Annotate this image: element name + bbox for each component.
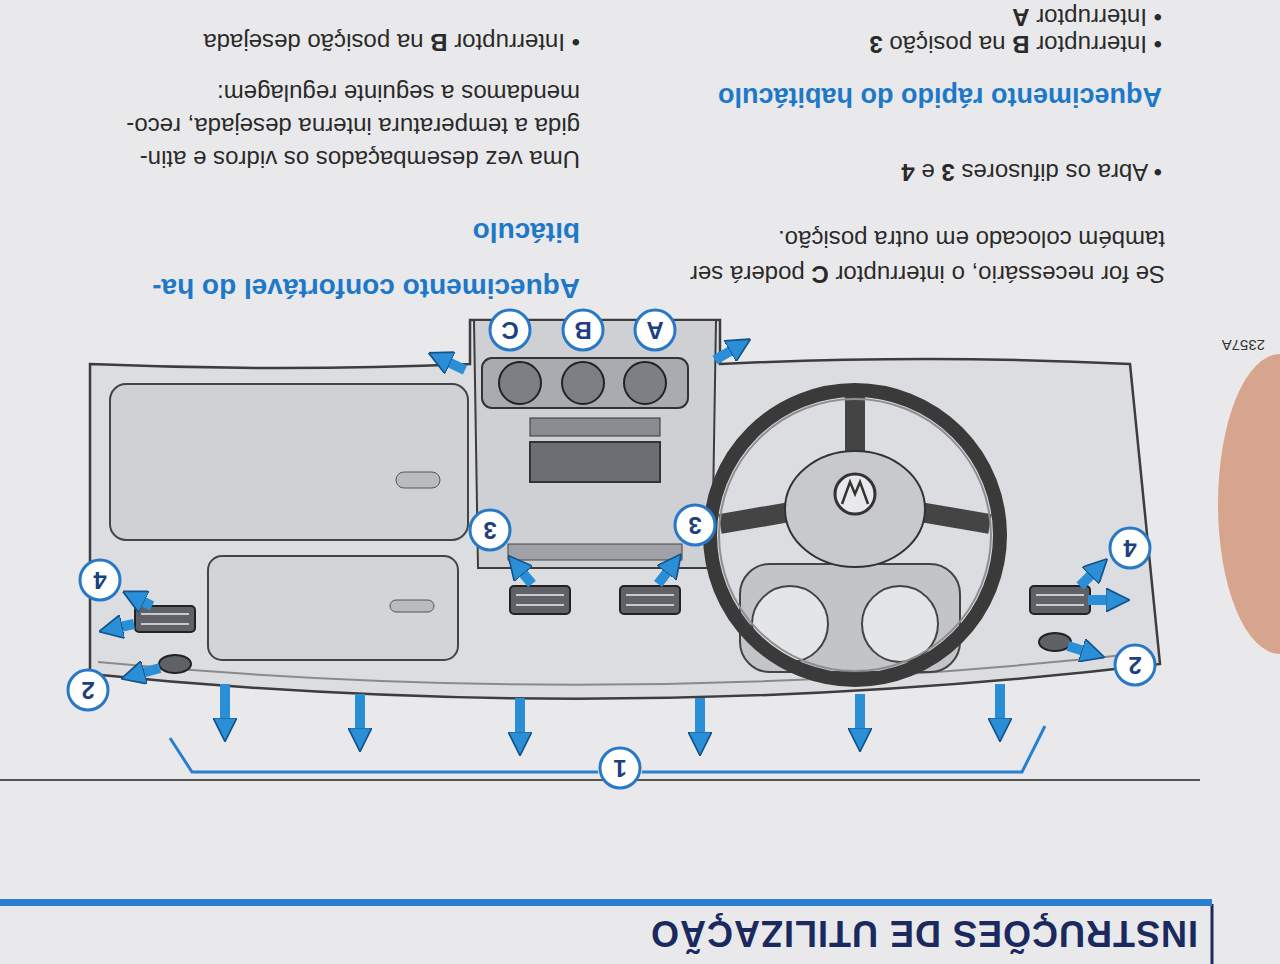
bullet-item: • Interruptor A <box>1012 4 1162 30</box>
body-text: Se for necessário, o interruptor C poder… <box>617 222 1165 292</box>
callout-number: C <box>490 310 530 350</box>
airflow-arrows <box>120 350 1108 734</box>
callout-circles <box>68 310 1155 788</box>
callout-number: 3 <box>470 510 510 550</box>
callout-number: A <box>635 310 675 350</box>
callout-number: 4 <box>80 560 120 600</box>
callout-number: B <box>563 310 603 350</box>
header-rule <box>0 899 1212 906</box>
callout-number: 1 <box>600 748 640 788</box>
callout-number: 2 <box>68 670 108 710</box>
section-heading: Aquecimento rápido do habitáculo <box>718 80 1162 114</box>
figure-code: 2357A <box>1222 336 1265 354</box>
bullet-item: • Interruptor B na posição desejada <box>203 27 580 57</box>
page-rule <box>0 779 1200 781</box>
callout-number: 3 <box>675 505 715 545</box>
body-text: Uma vez desembaçados os vidros e atin- g… <box>126 77 580 176</box>
bullet-item: • Interruptor B na posição 3 <box>869 29 1162 59</box>
header-border <box>1211 904 1214 964</box>
dashboard <box>90 320 1160 699</box>
callout-number: 4 <box>1110 528 1150 568</box>
callout-number: 2 <box>1115 645 1155 685</box>
running-header: INSTRUÇÕES DE UTILIZAÇÃO <box>650 912 1198 954</box>
bullet-item: • Abra os difusores 3 e 4 <box>901 157 1162 187</box>
section-heading: Aquecimento confortável do ha- bitáculo <box>152 204 580 316</box>
finger <box>1218 354 1280 654</box>
